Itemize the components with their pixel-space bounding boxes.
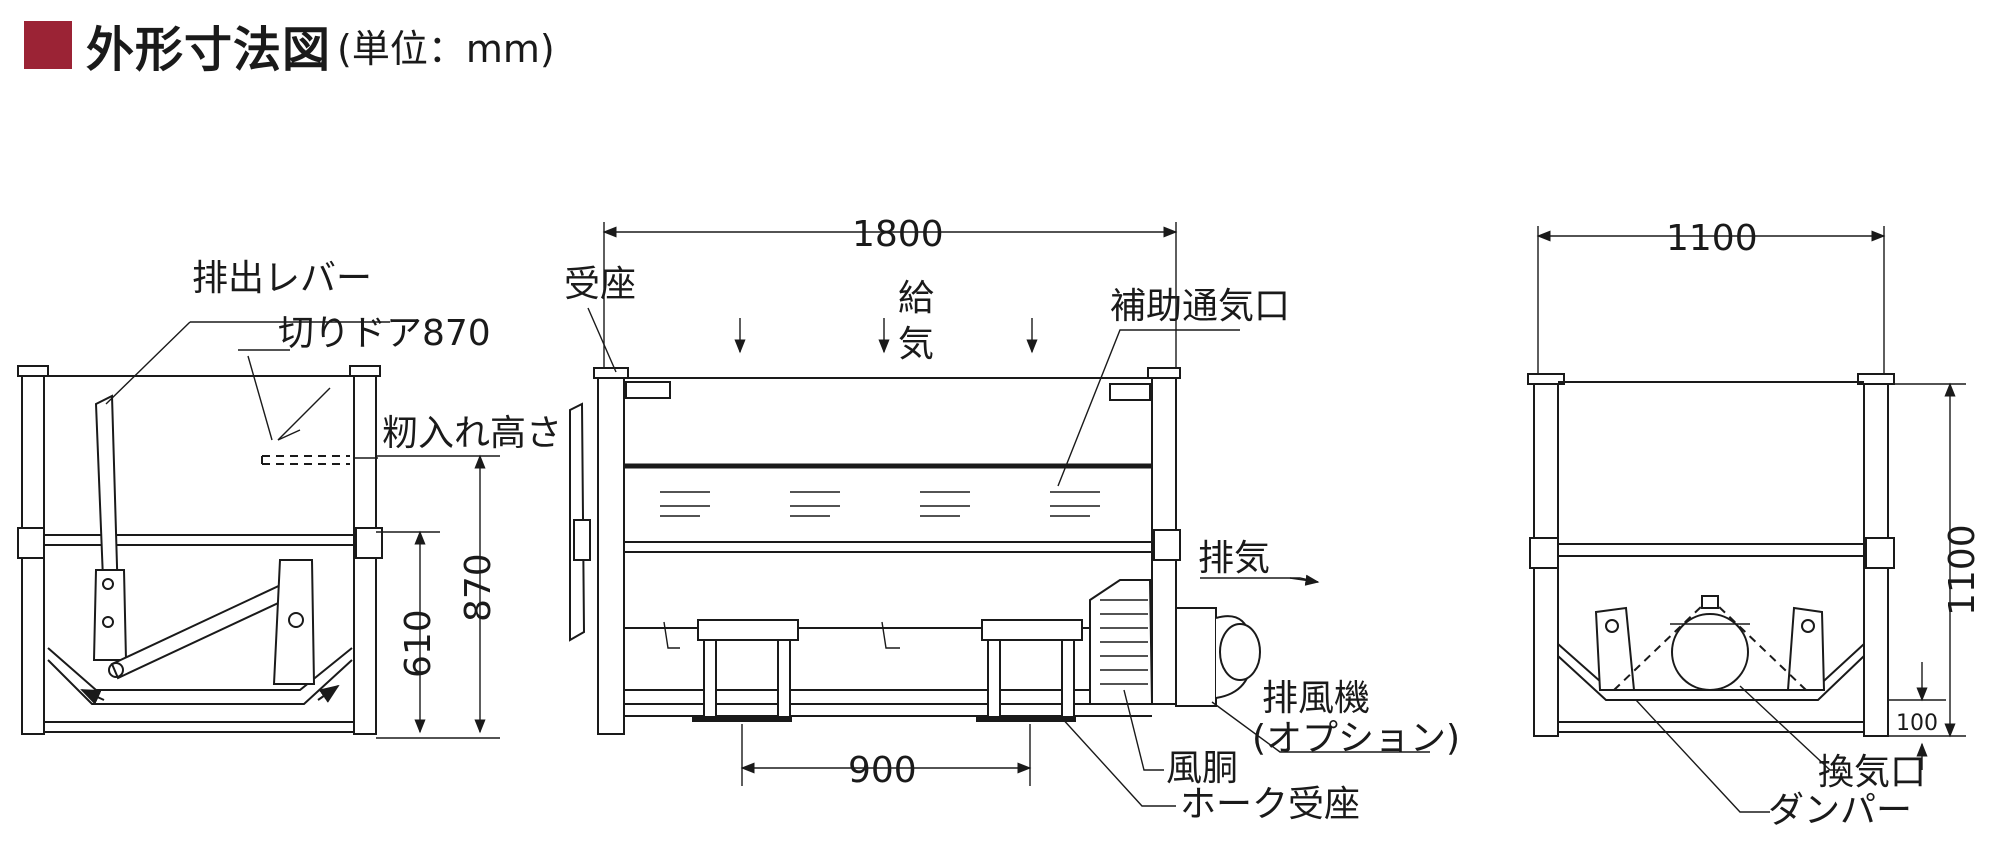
label-option: (オプション) <box>1252 718 1460 759</box>
dim-1100-width: 1100 <box>1666 218 1758 259</box>
dim-870: 870 <box>458 553 499 622</box>
page-title: 外形寸法図 <box>86 22 332 78</box>
label-cut-door: 切りドア870 <box>278 313 491 354</box>
label-receiver-seat: 受座 <box>564 264 636 305</box>
dim-1800: 1800 <box>852 214 944 255</box>
dim-100: 100 <box>1896 711 1938 736</box>
label-discharge-lever: 排出レバー <box>192 258 372 299</box>
dim-610: 610 <box>398 609 439 678</box>
label-grain-height: 籾入れ高さ <box>382 413 562 454</box>
label-supply-2: 気 <box>898 324 934 365</box>
label-exhaust-fan: 排風機 <box>1262 678 1370 719</box>
label-air-duct: 風胴 <box>1166 748 1238 789</box>
label-supply-1: 給 <box>898 278 934 319</box>
header: 外形寸法図 (単位：mm) <box>24 10 555 80</box>
left-side-view <box>17 321 500 739</box>
front-view <box>569 222 1430 807</box>
dim-900: 900 <box>848 750 917 791</box>
label-damper: ダンパー <box>1768 790 1912 831</box>
label-aux-vent: 補助通気口 <box>1110 286 1290 327</box>
header-square-icon <box>24 21 72 69</box>
label-fork-seat: ホーク受座 <box>1180 784 1360 825</box>
label-vent-port: 換気口 <box>1818 752 1926 793</box>
end-view <box>1527 226 1966 813</box>
dim-1100-height: 1100 <box>1942 524 1983 616</box>
label-exhaust: 排気 <box>1198 538 1270 579</box>
unit-note: (単位：mm) <box>337 26 555 71</box>
